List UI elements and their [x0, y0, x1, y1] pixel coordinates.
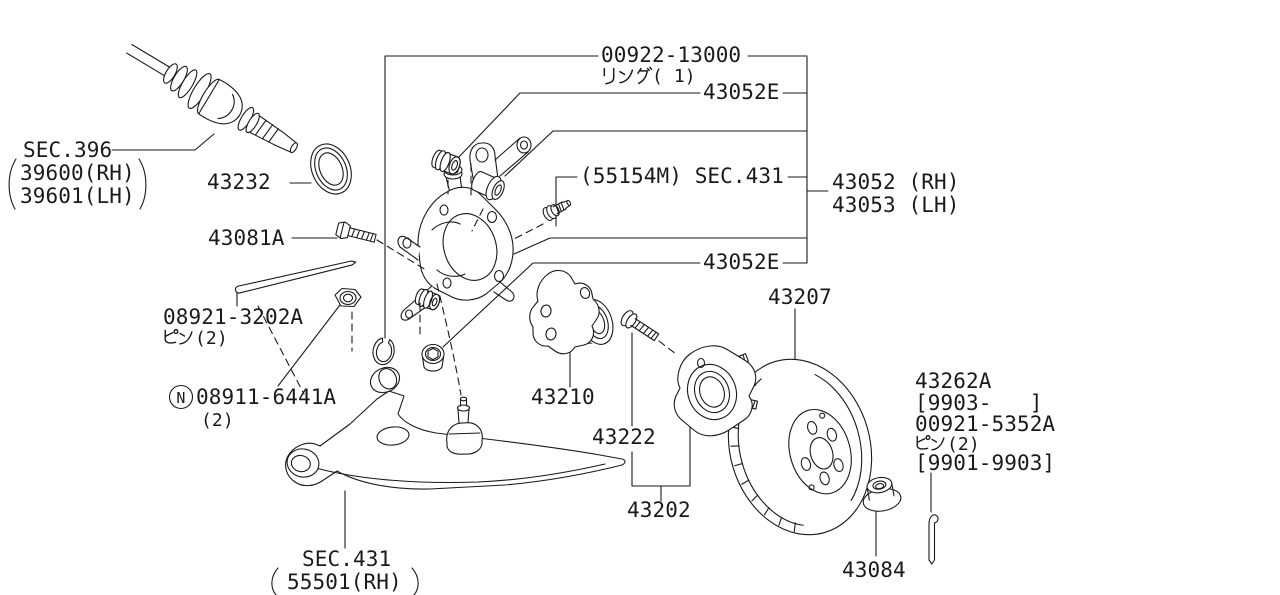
- n-badge: N: [176, 389, 185, 407]
- label-arm-sec: SEC.431: [302, 547, 391, 571]
- grouping-paren-left: [8, 158, 17, 210]
- label-rotor: 43207: [768, 285, 832, 309]
- hub-bearing-housing: [529, 269, 614, 355]
- label-hub-bolt: 43222: [592, 425, 656, 449]
- label-hub: 43202: [627, 498, 691, 522]
- labels: 00922-13000 ( 1) 43052E SEC.396 39600(RH…: [8, 43, 1055, 595]
- flanged-sleeve: [471, 170, 505, 201]
- label-hub-nut: 43084: [842, 558, 906, 582]
- label-pin-rear: 00921-5352A: [915, 412, 1055, 436]
- label-collar-top: 43052E: [703, 80, 779, 104]
- grouping-paren-right-2: [411, 567, 419, 595]
- label-ring-qty: ( 1): [652, 66, 696, 87]
- label-pin-rear-range: [9901-9903]: [915, 451, 1055, 475]
- hub-bolt: [620, 310, 660, 342]
- label-arm-sub: 55501(RH): [287, 570, 402, 594]
- grease-seal: [310, 143, 352, 195]
- grouping-paren-left-2: [271, 567, 279, 595]
- label-bolt-upper: 43081A: [208, 226, 285, 250]
- cotter-pin-front: [234, 260, 357, 294]
- grouping-paren-right: [138, 158, 147, 210]
- label-knuckle-rh: 43052 (RH): [832, 170, 959, 194]
- label-sensor: (55154M) SEC.431: [580, 164, 784, 188]
- hub-nut: [862, 476, 902, 512]
- label-ring-part: 00922-13000: [601, 43, 741, 67]
- collar-lower-b: [421, 343, 445, 372]
- label-knuckle-lh: 43053 (LH): [832, 193, 959, 217]
- assembly-dashed-lines: [257, 163, 677, 396]
- label-lock-nut-qty: (2): [201, 410, 234, 431]
- brake-rotor: [727, 358, 873, 536]
- label-pin-rear-qty: (2): [947, 434, 980, 455]
- lock-nut: [334, 287, 362, 308]
- steering-knuckle: [397, 136, 532, 321]
- wheel-hub: [673, 345, 759, 437]
- katakana-pin-rear: [916, 435, 945, 451]
- label-washer-range: [9903- ]: [915, 391, 1042, 415]
- leader-lines: [111, 55, 932, 557]
- label-axle-lh: 39601(LH): [20, 184, 135, 208]
- label-seal: 43232: [207, 170, 271, 194]
- label-lock-nut: 08911-6441A: [196, 385, 336, 409]
- label-axle-sec: SEC.396: [23, 138, 112, 162]
- snap-ring: [372, 337, 395, 366]
- label-pin-front-qty: (2): [195, 328, 228, 349]
- drive-shaft: [126, 43, 298, 154]
- knuckle-bolt: [335, 221, 377, 243]
- collar-lower-a: [414, 288, 441, 311]
- lower-control-arm: [285, 366, 626, 490]
- n-badge-circle: [168, 384, 194, 410]
- label-hub-bearing: 43210: [531, 385, 595, 409]
- collar-upper: [431, 149, 461, 175]
- label-axle-rh: 39600(RH): [20, 161, 135, 185]
- label-collar-lower: 43052E: [703, 250, 779, 274]
- sensor-bolt: [542, 199, 572, 222]
- katakana-pin-front: [164, 329, 193, 345]
- katakana-ringu: [603, 66, 653, 85]
- label-pin-front: 08921-3202A: [163, 305, 303, 329]
- label-washer: 43262A: [915, 369, 992, 393]
- ball-joint: [446, 396, 483, 455]
- cotter-pin-rear: [928, 514, 939, 565]
